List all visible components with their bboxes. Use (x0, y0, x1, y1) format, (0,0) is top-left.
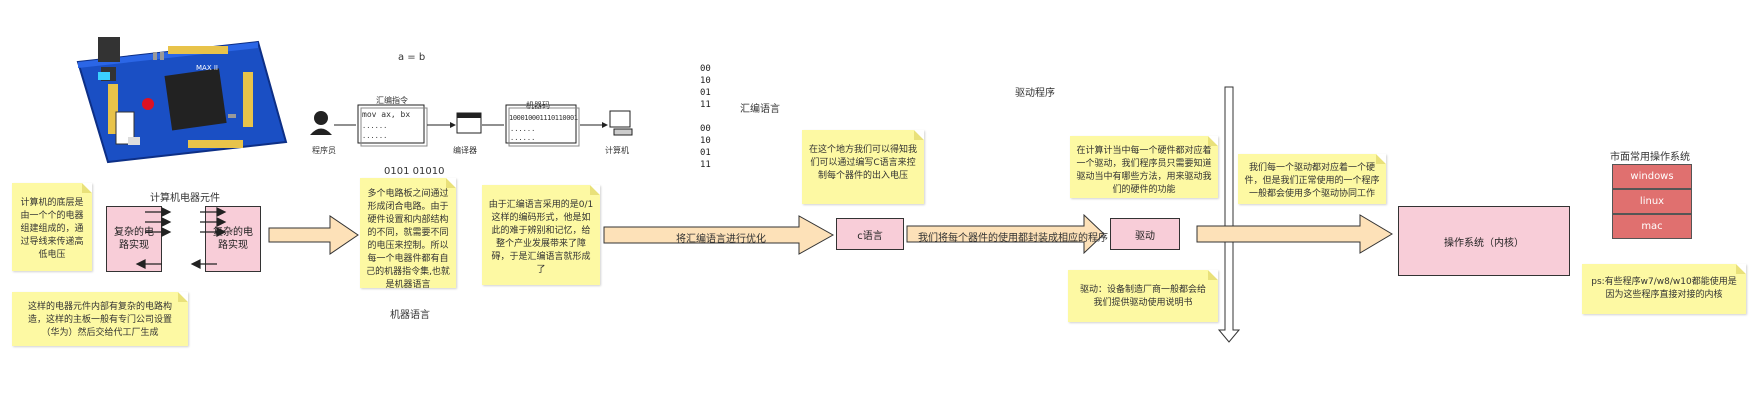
common-os-title: 市面常用操作系统 (1610, 152, 1690, 163)
os-item-mac: mac (1612, 214, 1692, 239)
os-kernel-box: 操作系统（内核） (1398, 206, 1570, 276)
circuit-box-left: 复杂的电路实现 (106, 206, 162, 272)
chip-label: MAX II (196, 64, 218, 72)
bits-group-bottom: 00 10 01 11 (700, 123, 711, 171)
c-language-box: c语言 (836, 218, 904, 250)
note-assembly: 由于汇编语言采用的是0/1这样的编码形式，他是如此的难于辨别和记忆，给整个产业发… (482, 185, 600, 285)
compiler-label: 编译器 (453, 146, 477, 155)
note-driver-top: 在计算计当中每一个硬件都对应着一个驱动，我们程序员只需要知道驱动当中有哪些方法，… (1070, 136, 1218, 198)
compile-flow-diagram (310, 104, 633, 147)
note-board-makers: 这样的电器元件内部有复杂的电路构造，这样的主板一般有专门公司设置（华为）然后交给… (12, 292, 188, 346)
programmer-label: 程序员 (312, 146, 336, 155)
bits-bottom-3: 11 (700, 160, 711, 170)
programmer-icon (310, 111, 332, 135)
binary-sample: 0101 01010 (384, 166, 445, 177)
driver-program-title: 驱动程序 (1015, 88, 1055, 99)
flow-arrow-2 (603, 215, 835, 255)
vertical-divider-arrow (1218, 86, 1240, 343)
asm-dots-1: ...... (362, 122, 388, 130)
circuit-box-right: 复杂的电路实现 (205, 206, 261, 272)
machine-language-label: 机器语言 (390, 310, 430, 321)
bits-group-top: 00 10 01 11 (700, 63, 711, 111)
note-ps-kernel: ps:有些程序w7/w8/w10都能使用是因为这些程序直接对接的内核 (1582, 264, 1746, 314)
asm-dots-2: ...... (362, 132, 388, 140)
circuit-board-image: MAX II (68, 22, 292, 172)
assembly-title: 汇编语言 (740, 104, 780, 115)
bits-bottom-1: 10 (700, 136, 711, 146)
mc-dots-1: ...... (510, 125, 536, 133)
note-low-level: 计算机的底层是由一个个的电器组建组成的，通过导线来传递高低电压 (12, 183, 92, 271)
bits-top-2: 01 (700, 88, 711, 98)
bits-bottom-0: 00 (700, 124, 711, 134)
flow-arrow-4 (1196, 214, 1393, 254)
computer-icon (609, 110, 633, 136)
note-driver-bottom: 驱动：设备制造厂商一般都会给我们提供驱动使用说明书 (1068, 270, 1218, 322)
bits-top-0: 00 (700, 64, 711, 74)
driver-box: 驱动 (1110, 218, 1180, 250)
os-item-linux: linux (1612, 189, 1692, 214)
asm-title: 汇编指令 (376, 96, 408, 105)
note-machine-language: 多个电路板之间通过形成闭合电路。由于硬件设置和内部结构的不同，就需要不同的电压来… (360, 178, 456, 290)
bits-top-3: 11 (700, 100, 711, 110)
note-c-language: 在这个地方我们可以得知我们可以通过编写C语言来控制每个器件的出入电压 (802, 130, 924, 204)
assignment-label: a = b (398, 52, 426, 63)
c-language-label: c语言 (857, 230, 883, 242)
asm-code: mov ax, bx (362, 110, 411, 119)
circuit-pin-arrows (135, 207, 227, 269)
compiler-icon (456, 112, 482, 134)
os-item-windows: windows (1612, 164, 1692, 189)
mc-dots-2: ...... (510, 134, 536, 142)
computer-label: 计算机 (605, 146, 629, 155)
flow-arrow-3 (906, 214, 1105, 254)
mc-title: 机器码 (526, 101, 550, 110)
components-label: 计算机电器元件 (150, 193, 220, 204)
note-os-drivers: 我们每一个驱动都对应着一个硬件，但是我们正常使用的一个程序一般都会使用多个驱动协… (1238, 154, 1386, 204)
circuit-box-right-label: 复杂的电路实现 (213, 227, 253, 251)
encapsulate-label: 我们将每个器件的使用都封装成相应的程序 (918, 233, 1108, 244)
optimize-assembly-label: 将汇编语言进行优化 (676, 234, 766, 245)
driver-label: 驱动 (1135, 230, 1155, 242)
os-kernel-label: 操作系统（内核） (1444, 237, 1524, 249)
flow-arrow-1 (268, 215, 359, 255)
bits-bottom-2: 01 (700, 148, 711, 158)
bits-top-1: 10 (700, 76, 711, 86)
mc-code: 100010001110110001 (509, 114, 578, 122)
circuit-box-left-label: 复杂的电路实现 (114, 227, 154, 251)
